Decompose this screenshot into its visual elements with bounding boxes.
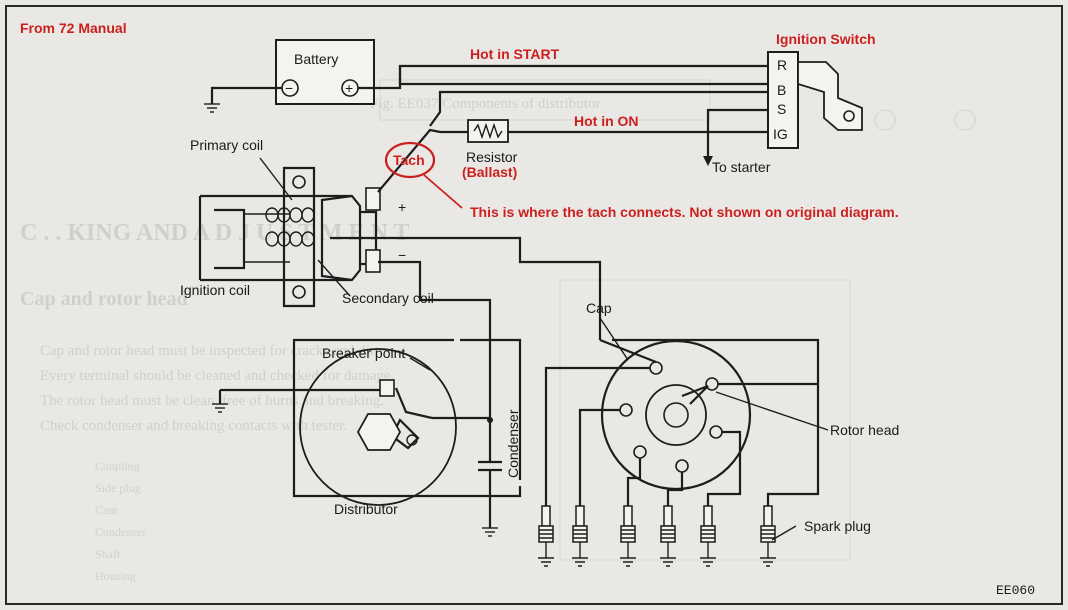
rotor-head-label: Rotor head bbox=[830, 422, 899, 438]
svg-text:The rotor head must be cl: The rotor head must be clean, free of bu… bbox=[40, 393, 384, 409]
ground-icon bbox=[204, 103, 220, 113]
secondary-coil-winding bbox=[265, 231, 315, 247]
svg-text:Every terminal should be c: Every terminal should be cleaned and che… bbox=[40, 368, 394, 384]
distributor bbox=[220, 338, 522, 506]
coil-positive-wire bbox=[377, 128, 441, 193]
tach-pointer bbox=[423, 174, 463, 209]
tach-annotation: Tach bbox=[393, 152, 425, 168]
spark-plug-icon bbox=[620, 505, 636, 567]
switch-b-wire bbox=[398, 66, 768, 86]
svg-text:Shaft: Shaft bbox=[95, 547, 121, 561]
svg-text:Fig. EE037 Components of dist: Fig. EE037 Components of distributor bbox=[370, 96, 600, 112]
switch-terminal-ig: IG bbox=[773, 126, 788, 142]
svg-text:Cap and rotor head must b: Cap and rotor head must be inspected for… bbox=[40, 343, 383, 359]
spark-plug-label: Spark plug bbox=[804, 518, 871, 534]
breaker-point-label: Breaker point bbox=[322, 345, 405, 361]
hot-on-annotation: Hot in ON bbox=[574, 113, 639, 129]
battery: Battery − + bbox=[275, 39, 375, 105]
background-bleed: C . . KING AND A D J U S T M E N T Cap a… bbox=[20, 79, 976, 583]
breaker-cam bbox=[356, 413, 402, 451]
spark-plug-icon bbox=[572, 505, 588, 567]
tach-note-annotation: This is where the tach connects. Not sho… bbox=[470, 204, 899, 220]
starter-wire bbox=[706, 108, 768, 160]
spark-plug-icon bbox=[538, 505, 554, 567]
switch-terminal-s: S bbox=[777, 101, 786, 117]
source-annotation: From 72 Manual bbox=[20, 20, 127, 36]
battery-positive-terminal: + bbox=[345, 80, 353, 96]
label-leaders bbox=[259, 157, 829, 541]
spark-plug-icon bbox=[760, 505, 776, 567]
ground-icon bbox=[212, 403, 228, 413]
page-frame bbox=[5, 5, 1063, 605]
ignition-switch-label: Ignition Switch bbox=[776, 31, 876, 47]
plug-wires bbox=[544, 338, 820, 506]
high-tension-lead bbox=[330, 236, 602, 340]
distributor-label: Distributor bbox=[334, 501, 398, 517]
condenser-label: Condenser bbox=[505, 409, 521, 478]
ground-icon bbox=[482, 527, 498, 537]
secondary-coil-label: Secondary coil bbox=[342, 290, 434, 306]
battery-negative-terminal: − bbox=[285, 80, 293, 96]
svg-text:Side plug: Side plug bbox=[95, 481, 141, 495]
battery-label: Battery bbox=[294, 51, 338, 67]
resistor-zigzag bbox=[473, 122, 503, 140]
svg-text:C . . KING AND A D J U S T M: C . . KING AND A D J U S T M E N T bbox=[20, 220, 409, 246]
ignition-coil-label: Ignition coil bbox=[180, 282, 250, 298]
resistor-label: Resistor bbox=[466, 149, 518, 165]
switch-terminal-b: B bbox=[777, 82, 786, 98]
primary-coil-winding bbox=[265, 207, 315, 223]
spark-plug-icon bbox=[700, 505, 716, 567]
coil-positive-terminal: + bbox=[398, 199, 406, 215]
svg-text:Cam: Cam bbox=[95, 503, 118, 517]
primary-coil-label: Primary coil bbox=[190, 137, 263, 153]
svg-text:Check condenser and breakin: Check condenser and breaking contacts wi… bbox=[40, 418, 347, 434]
condenser bbox=[478, 420, 502, 537]
distributor-cap bbox=[600, 339, 752, 491]
hot-start-annotation: Hot in START bbox=[470, 46, 560, 62]
starter-arrow-icon bbox=[703, 156, 713, 166]
svg-text:Coupling: Coupling bbox=[95, 459, 140, 473]
cap-center-lead bbox=[599, 338, 657, 364]
svg-text:Cap and rotor head: Cap and rotor head bbox=[20, 288, 188, 310]
switch-terminal-r: R bbox=[777, 57, 787, 73]
battery-ground-wire bbox=[210, 86, 282, 104]
ignition-switch: R B S IG bbox=[767, 51, 863, 149]
to-starter-label: To starter bbox=[712, 159, 771, 175]
coil-negative-terminal: − bbox=[398, 247, 406, 263]
cap-label: Cap bbox=[586, 300, 612, 316]
spark-plugs bbox=[538, 505, 776, 567]
ballast-annotation: (Ballast) bbox=[462, 164, 517, 180]
tach-callout-circle bbox=[384, 141, 436, 179]
spark-plug-icon bbox=[660, 505, 676, 567]
start-feed-wire bbox=[429, 90, 768, 127]
svg-text:Condenser: Condenser bbox=[95, 525, 146, 539]
svg-text:Housing: Housing bbox=[95, 569, 136, 583]
figure-code: EE060 bbox=[996, 583, 1035, 598]
